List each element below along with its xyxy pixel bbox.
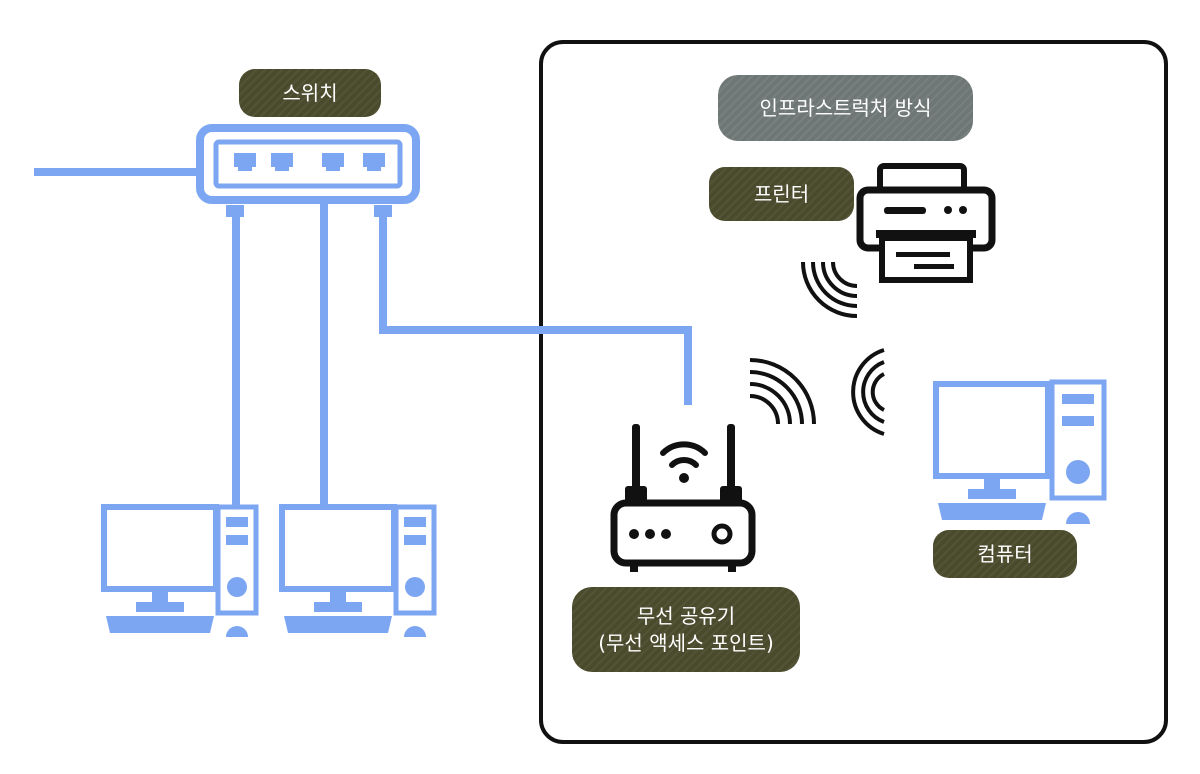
infrastructure-mode-label: 인프라스트럭처 방식 [718,75,973,141]
switch-icon [196,124,420,217]
wireless-router-label: 무선 공유기 (무선 액세스 포인트) [572,587,800,672]
desktop-computer-icon [101,504,259,637]
wifi-signal-icon [801,261,858,318]
wireless-router-label-line1: 무선 공유기 [636,603,736,628]
desktop-computer-icon [279,504,437,637]
wifi-signal-icon [851,348,885,436]
wireless-router-icon [610,424,756,572]
switch-label: 스위치 [239,69,381,117]
printer-label: 프린터 [709,167,854,221]
printer-icon [856,163,996,283]
wifi-signal-icon [660,441,708,468]
desktop-computer-icon [933,379,1107,524]
cable-to-router [379,212,692,405]
infrastructure-frame [539,40,1168,744]
computer-label: 컴퓨터 [933,530,1077,578]
wifi-signal-icon [749,358,816,425]
wireless-router-label-line2: (무선 액세스 포인트) [598,630,774,655]
network-cables [34,168,692,505]
